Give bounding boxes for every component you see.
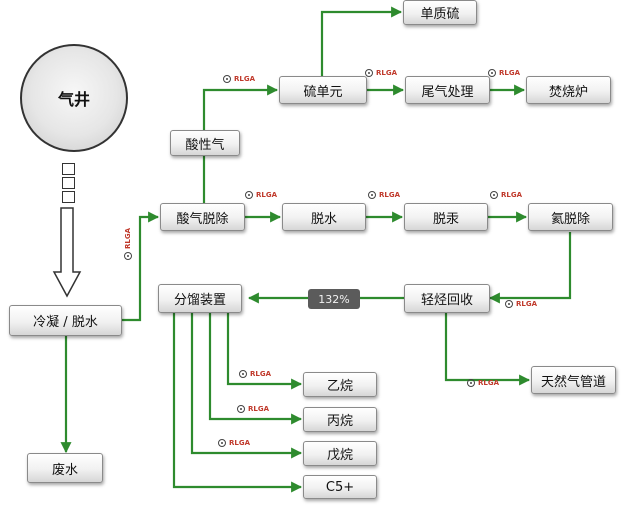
- node-label: 氦脱除: [550, 211, 590, 227]
- sensor-tag: RLGA: [124, 227, 133, 261]
- flow-acidgas-to-sulfur: [202, 84, 279, 130]
- sensor-label: RLGA: [229, 439, 251, 447]
- sensor-ring-icon: [467, 379, 475, 387]
- sensor-tag: RLGA: [223, 75, 255, 83]
- sensor-label: RLGA: [376, 69, 398, 77]
- node-label: 分馏装置: [173, 293, 226, 308]
- sensor-label: RLGA: [250, 370, 272, 378]
- well-pipe-segment-icon: [62, 191, 75, 203]
- node-label: 焚烧炉: [548, 84, 588, 100]
- sensor-ring-icon: [218, 439, 226, 447]
- sensor-tag: RLGA: [505, 300, 537, 308]
- flow-frac-to-pentane: [190, 313, 303, 459]
- node-label: 尾气处理: [421, 84, 474, 100]
- node-gas-pipeline: 天然气管道: [531, 366, 616, 394]
- sensor-label: RLGA: [248, 405, 270, 413]
- well-pipe-segment-icon: [62, 177, 75, 189]
- gas-well-label: 气井: [57, 90, 90, 109]
- flow-frac-to-c5plus: [172, 313, 303, 493]
- node-dehydration: 脱水: [282, 203, 366, 231]
- node-sulfur-unit: 硫单元: [279, 76, 367, 104]
- node-label: 硫单元: [303, 84, 343, 100]
- sensor-tag: RLGA: [239, 370, 271, 378]
- node-ethane: 乙烷: [303, 372, 377, 397]
- sensor-ring-icon: [239, 370, 247, 378]
- sensor-tag: RLGA: [467, 379, 499, 387]
- sensor-ring-icon: [365, 69, 373, 77]
- sensor-ring-icon: [505, 300, 513, 308]
- node-label: 丙烷: [326, 414, 353, 429]
- sensor-ring-icon: [245, 191, 253, 199]
- sensor-ring-icon: [490, 191, 498, 199]
- well-outflow-arrow: [52, 207, 82, 298]
- node-acid-gas: 酸性气: [170, 130, 240, 156]
- node-label: 天然气管道: [540, 374, 606, 390]
- node-pentane: 戊烷: [303, 441, 377, 466]
- sensor-ring-icon: [223, 75, 231, 83]
- node-nitrogen-removal: 氦脱除: [528, 203, 613, 231]
- gas-well-circle: 气井: [20, 44, 128, 152]
- node-waste-water: 废水: [27, 453, 103, 483]
- node-label: C5+: [325, 479, 355, 495]
- node-fractionation: 分馏装置: [158, 284, 242, 313]
- node-mercury-removal: 脱汞: [404, 203, 488, 231]
- node-label: 轻烃回收: [420, 293, 473, 308]
- node-acid-removal: 酸气脱除: [160, 203, 245, 231]
- sensor-label: RLGA: [256, 191, 278, 199]
- sensor-tag: RLGA: [488, 69, 520, 77]
- node-light-hydrocarbon-recovery: 轻烃回收: [404, 284, 490, 313]
- flow-sulfur-to-elemental: [320, 6, 403, 76]
- sensor-ring-icon: [124, 252, 133, 261]
- node-elemental-sulfur: 单质硫: [403, 0, 477, 25]
- node-incinerator: 焚烧炉: [526, 76, 611, 104]
- flow-lighthc-to-pipeline: [444, 313, 531, 386]
- node-label: 废水: [51, 462, 78, 478]
- flow-denitrogen-to-lighthc: [488, 232, 572, 304]
- sensor-label: RLGA: [379, 191, 401, 199]
- flow-frac-to-ethane: [226, 313, 303, 390]
- node-propane: 丙烷: [303, 407, 377, 432]
- sensor-ring-icon: [488, 69, 496, 77]
- sensor-ring-icon: [368, 191, 376, 199]
- node-label: 酸性气: [185, 137, 225, 153]
- well-pipe-segment-icon: [62, 163, 75, 175]
- node-label: 乙烷: [326, 379, 353, 394]
- sensor-tag: RLGA: [365, 69, 397, 77]
- flow-cooling-to-deacid: [122, 211, 160, 322]
- sensor-ring-icon: [237, 405, 245, 413]
- node-label: 脱汞: [432, 211, 459, 227]
- sensor-tag: RLGA: [368, 191, 400, 199]
- sensor-label: RLGA: [478, 379, 500, 387]
- sensor-label: RLGA: [501, 191, 523, 199]
- sensor-label: RLGA: [499, 69, 521, 77]
- zoom-level-text: 132%: [318, 292, 350, 306]
- sensor-label: RLGA: [516, 300, 538, 308]
- node-tail-gas-treatment: 尾气处理: [405, 76, 490, 104]
- sensor-label: RLGA: [124, 227, 133, 250]
- node-label: 酸气脱除: [176, 211, 229, 227]
- zoom-level-badge: 132%: [308, 289, 360, 309]
- node-label: 冷凝 / 脱水: [33, 315, 98, 330]
- flow-frac-to-propane: [208, 313, 303, 425]
- sensor-label: RLGA: [234, 75, 256, 83]
- node-label: 脱水: [310, 211, 337, 227]
- node-label: 戊烷: [326, 448, 353, 463]
- node-label: 单质硫: [420, 7, 460, 22]
- sensor-tag: RLGA: [245, 191, 277, 199]
- sensor-tag: RLGA: [490, 191, 522, 199]
- node-c5-plus: C5+: [303, 475, 377, 499]
- sensor-tag: RLGA: [237, 405, 269, 413]
- node-cooling-dehydration: 冷凝 / 脱水: [9, 305, 122, 336]
- sensor-tag: RLGA: [218, 439, 250, 447]
